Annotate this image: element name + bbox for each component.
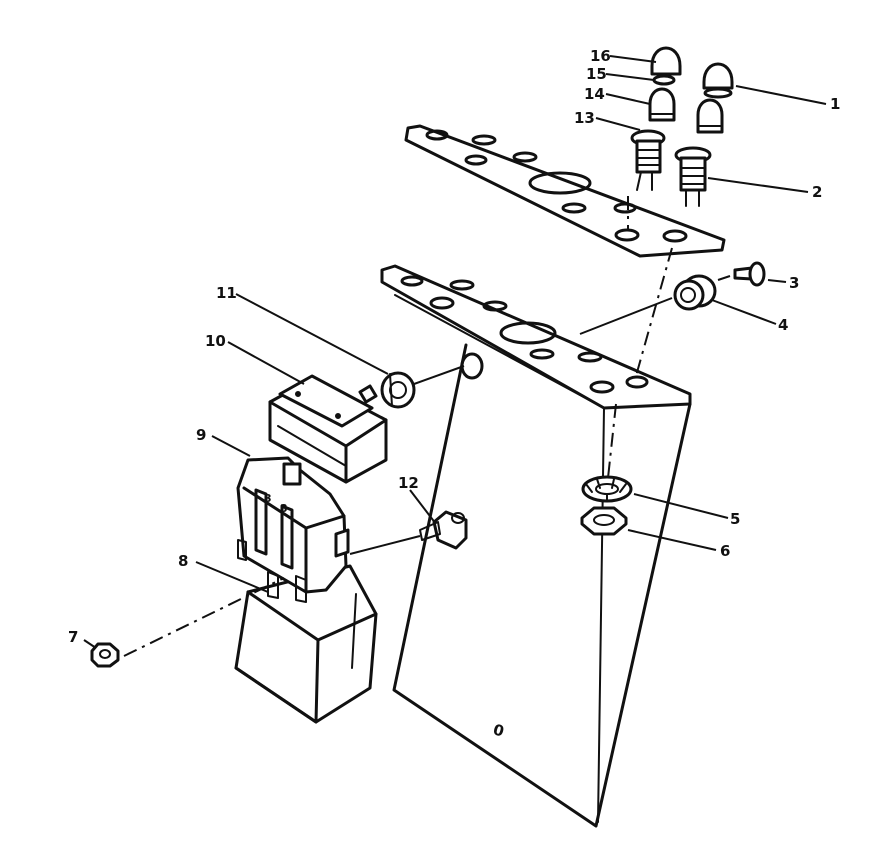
callout-16: 16	[590, 47, 611, 65]
callout-leaders	[83, 55, 827, 649]
lamp-bulb-right	[696, 98, 724, 134]
callout-13: 13	[574, 109, 595, 127]
toggle-switch	[268, 374, 388, 484]
top-lamp-plate	[404, 124, 726, 258]
callout-4: 4	[778, 316, 788, 334]
callout-14: 14	[584, 85, 605, 103]
pilot-stem	[733, 261, 766, 287]
callout-12: 12	[398, 474, 419, 492]
lamp-socket-right	[674, 146, 712, 207]
callout-6: 6	[720, 542, 730, 560]
callout-3: 3	[789, 274, 799, 292]
callout-1: 1	[830, 95, 840, 113]
callout-5: 5	[730, 510, 740, 528]
main-mounting-panel: 0	[380, 264, 692, 828]
hex-nut-large	[580, 506, 628, 536]
lock-washer	[581, 475, 633, 503]
terminal-mark-left: 3	[264, 492, 272, 505]
hex-nut-small	[90, 642, 120, 668]
bushing	[673, 274, 717, 311]
panel-nut	[380, 371, 416, 409]
assembly-lines	[123, 196, 731, 657]
terminal-mark-right: 3	[280, 502, 288, 515]
callout-11: 11	[216, 284, 237, 302]
relay-box	[234, 564, 378, 724]
callout-8: 8	[178, 552, 188, 570]
lamp-socket-left	[630, 129, 666, 191]
lamp-gasket	[652, 74, 676, 86]
callout-2: 2	[812, 183, 822, 201]
lamp-lens-left	[650, 46, 682, 76]
clamp-bracket	[419, 510, 468, 550]
callout-9: 9	[196, 426, 206, 444]
callout-15: 15	[586, 65, 607, 83]
lamp-bulb-left	[648, 87, 676, 122]
lamp-lens-right	[702, 62, 734, 99]
terminal-block: 3 3	[236, 456, 350, 603]
callout-10: 10	[205, 332, 226, 350]
panel-marking: 0	[491, 720, 506, 740]
callout-7: 7	[68, 628, 78, 646]
callout-numbers: 1 2 3 4 5 6 7 8 9 10 11 12 13 14 15 16	[68, 47, 840, 646]
